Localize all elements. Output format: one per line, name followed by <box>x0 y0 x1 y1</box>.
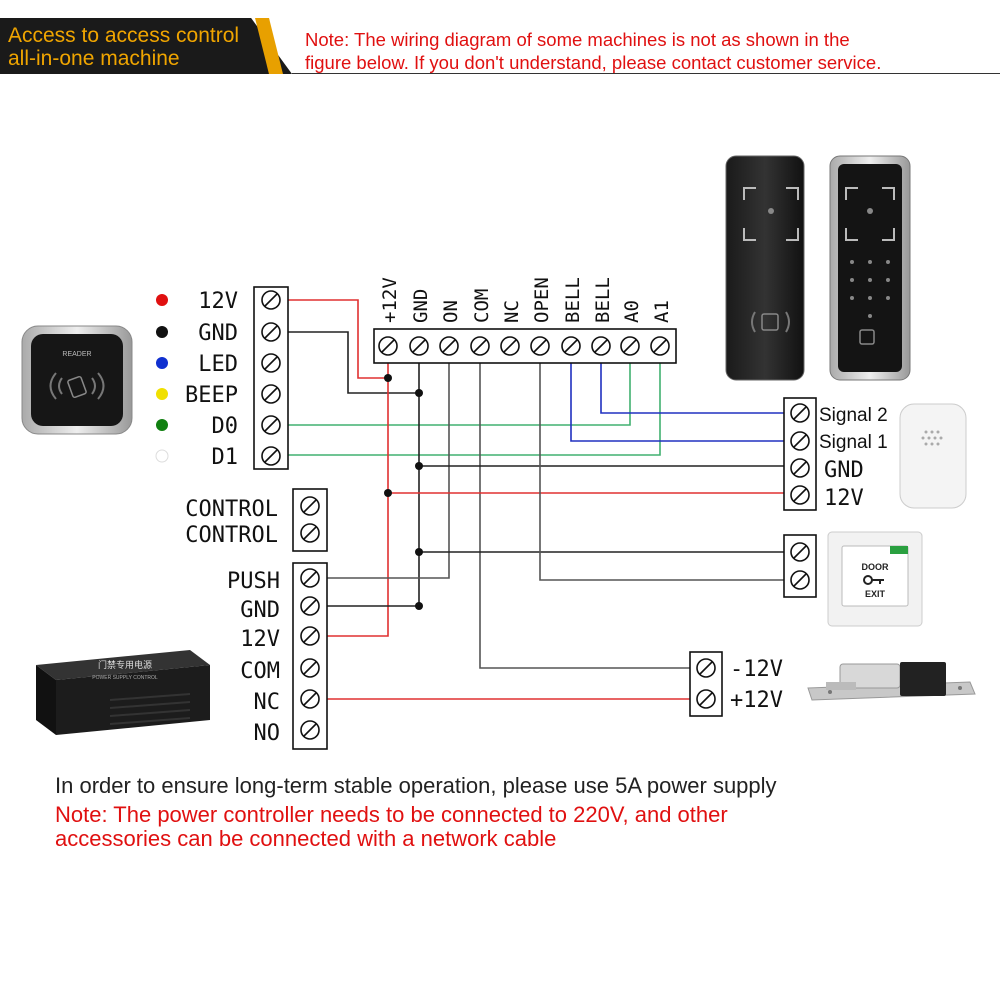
access-control-machine-1 <box>725 155 805 381</box>
reader-pin-d0: D0 <box>212 414 239 439</box>
face-scan-icon <box>743 187 799 241</box>
card-icon <box>67 375 87 399</box>
power-pin-com: COM <box>240 659 280 684</box>
header-note-line2: figure below. If you don't understand, p… <box>305 52 882 73</box>
key-icon <box>863 575 884 585</box>
power-pin-nc: NC <box>254 690 281 715</box>
wires <box>288 299 784 700</box>
power-terminal-block: PUSH GND 12V COM NC NO <box>227 562 328 750</box>
exit-button-line1: DOOR <box>862 562 890 572</box>
controller-pin-open: OPEN <box>531 277 553 323</box>
wire-on-push <box>325 348 450 579</box>
controller-pin-12v: +12V <box>379 277 401 323</box>
control-pin-2: CONTROL <box>185 523 278 548</box>
reader-device: READER <box>21 325 133 435</box>
controller-pin-gnd: GND <box>410 289 432 323</box>
face-scan-icon <box>845 187 895 241</box>
header-note-line1: Note: The wiring diagram of some machine… <box>305 29 850 50</box>
header-rule <box>292 73 1000 74</box>
control-pin-1: CONTROL <box>185 497 278 522</box>
controller-pin-a1: A1 <box>651 300 673 323</box>
reader-pin-gnd: GND <box>198 321 238 346</box>
power-supply-sublabel: POWER SUPPLY CONTROL <box>92 675 158 681</box>
reader-pin-labels: 12V GND LED BEEP D0 D1 <box>155 289 239 470</box>
controller-pin-com: COM <box>471 289 493 323</box>
power-pin-push: PUSH <box>227 569 280 594</box>
controller-terminal-block: +12V GND ON COM NC OPEN BELL BELL A0 A1 <box>373 277 677 364</box>
reader-device-label: READER <box>62 351 91 358</box>
reader-terminal-block <box>253 286 289 470</box>
controller-pin-bell1: BELL <box>562 277 584 323</box>
doorbell-terminal-block: Signal 2 Signal 1 GND 12V <box>783 397 888 511</box>
rfid-wave-icon <box>49 372 105 400</box>
controller-pin-labels: +12V GND ON COM NC OPEN BELL BELL A0 A1 <box>379 277 673 323</box>
wire-12v-trunk <box>325 348 389 637</box>
footer-note-line2: accessories can be connected with a netw… <box>55 826 557 851</box>
wire-exit-open <box>539 348 784 581</box>
control-block: CONTROL CONTROL <box>185 488 328 552</box>
banner-title-line1: Access to access control <box>8 24 240 47</box>
wire-reader-d1 <box>288 348 661 456</box>
reader-pin-d1: D1 <box>212 445 239 470</box>
footer-note-line1: Note: The power controller needs to be c… <box>55 802 728 827</box>
reader-screws <box>261 290 281 466</box>
footer-text: In order to ensure long-term stable oper… <box>55 773 777 798</box>
keypad-icon <box>850 260 890 318</box>
header-note: Note: The wiring diagram of some machine… <box>305 28 995 74</box>
wire-reader-d0 <box>288 348 631 426</box>
doorbell-device <box>899 403 967 509</box>
header-banner <box>0 18 292 74</box>
reader-pin-beep: BEEP <box>185 383 238 408</box>
wire-com-lock <box>479 348 690 669</box>
power-pin-gnd: GND <box>240 598 280 623</box>
controller-pin-bell2: BELL <box>592 277 614 323</box>
exit-button-device: DOOR EXIT <box>827 531 923 627</box>
banner-title-line2: all-in-one machine <box>8 47 180 70</box>
dot-beep-icon <box>156 388 168 400</box>
doorbell-pin-signal1: Signal 1 <box>819 432 888 453</box>
reader-pin-led: LED <box>198 352 238 377</box>
dot-d0-icon <box>156 419 168 431</box>
dot-12v-icon <box>156 294 168 306</box>
lock-pin-plus12v: +12V <box>730 688 783 713</box>
dot-d1-icon <box>155 449 169 463</box>
controller-pin-nc: NC <box>501 300 523 323</box>
dot-led-icon <box>156 357 168 369</box>
access-control-machine-2 <box>829 155 911 381</box>
doorbell-pin-gnd: GND <box>824 458 864 483</box>
wire-bell-signal1 <box>570 348 784 442</box>
electric-lock-device <box>807 662 976 701</box>
controller-pin-a0: A0 <box>621 300 643 323</box>
power-supply-device: 门禁专用电源 POWER SUPPLY CONTROL <box>36 650 210 735</box>
wire-gnd-trunk <box>325 348 420 607</box>
wire-bell-signal2 <box>600 348 784 414</box>
banner-title: Access to access control all-in-one mach… <box>8 24 239 70</box>
dot-gnd-icon <box>156 326 168 338</box>
doorbell-pin-signal2: Signal 2 <box>819 405 888 426</box>
power-pin-12v: 12V <box>240 627 280 652</box>
rfid-icon <box>751 311 790 333</box>
exit-terminal-block <box>783 534 817 598</box>
wire-reader-gnd <box>288 331 419 394</box>
footer-note: Note: The power controller needs to be c… <box>55 803 815 851</box>
wire-reader-12v <box>288 299 388 379</box>
lock-pin-minus12v: -12V <box>730 657 783 682</box>
reader-pin-12v: 12V <box>198 289 238 314</box>
junctions <box>384 374 423 610</box>
power-supply-label: 门禁专用电源 <box>98 659 152 671</box>
exit-button-line2: EXIT <box>865 589 886 599</box>
power-pin-no: NO <box>254 721 281 746</box>
controller-pin-on: ON <box>440 300 462 323</box>
doorbell-pin-12v: 12V <box>824 486 864 511</box>
lock-terminal-block: -12V +12V <box>689 651 783 717</box>
speaker-grille-icon <box>921 430 943 446</box>
